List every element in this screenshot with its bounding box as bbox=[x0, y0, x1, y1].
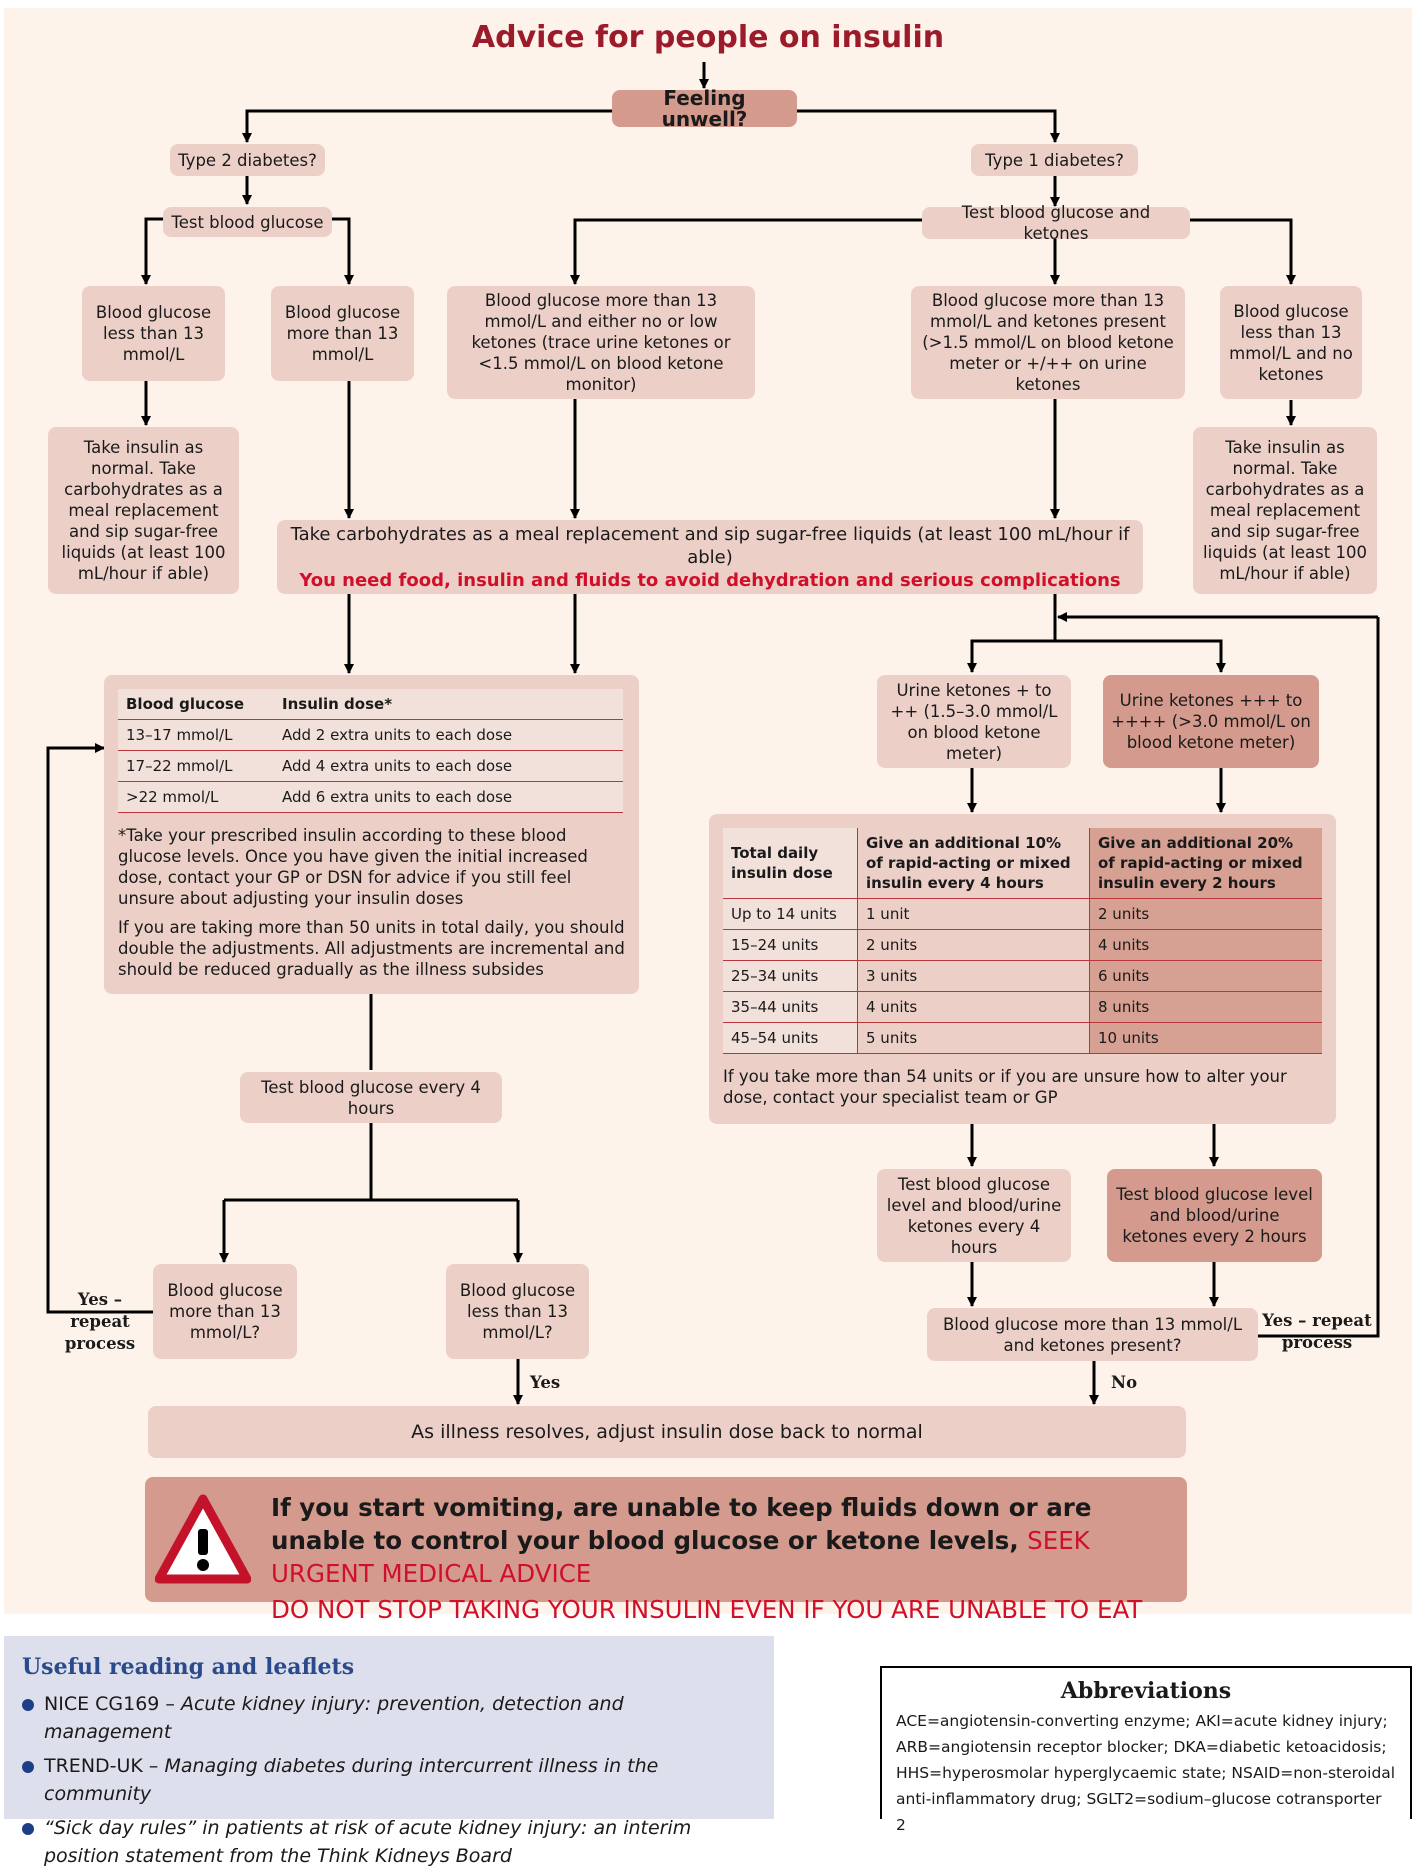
reading-list: NICE CG169 – Acute kidney injury: preven… bbox=[22, 1690, 756, 1870]
warning-line-2: DO NOT STOP TAKING YOUR INSULIN EVEN IF … bbox=[271, 1595, 1143, 1624]
type2-box: Type 2 diabetes? bbox=[170, 144, 325, 176]
table-cell: 1 unit bbox=[857, 898, 1090, 930]
abbreviations-text: ACE=angiotensin-converting enzyme; AKI=a… bbox=[896, 1712, 1396, 1834]
table-cell: 5 units bbox=[857, 1022, 1090, 1054]
page-title: Advice for people on insulin bbox=[471, 20, 945, 55]
warning-line-1: If you start vomiting, are unable to kee… bbox=[271, 1493, 1092, 1555]
table-header: Blood glucose bbox=[118, 689, 274, 720]
left-note-1: *Take your prescribed insulin according … bbox=[118, 826, 588, 908]
reading-prefix: TREND-UK – bbox=[44, 1755, 165, 1777]
carbohydrates-box: Take carbohydrates as a meal replacement… bbox=[277, 520, 1143, 594]
test-ketones-4h-box: Test blood glucose level and blood/urine… bbox=[877, 1169, 1071, 1262]
table-cell: 3 units bbox=[857, 960, 1090, 992]
table-cell: 15–24 units bbox=[723, 929, 858, 961]
abbreviations-panel: Abbreviations ACE=angiotensin-converting… bbox=[880, 1666, 1412, 1834]
t1-less-box: Blood glucose less than 13 mmol/L and no… bbox=[1220, 286, 1362, 399]
table-cell: Add 2 extra units to each dose bbox=[274, 719, 623, 751]
table-cell: >22 mmol/L bbox=[118, 781, 274, 813]
reading-title-italic: Acute kidney injury: prevention, detecti… bbox=[44, 1693, 624, 1743]
warning-text: If you start vomiting, are unable to kee… bbox=[271, 1491, 1176, 1626]
warning-icon bbox=[155, 1494, 251, 1584]
table-header: Insulin dose* bbox=[274, 689, 623, 720]
abbreviations-title: Abbreviations bbox=[1060, 1678, 1232, 1704]
bg-more-question-box: Blood glucose more than 13 mmol/L? bbox=[153, 1264, 297, 1359]
right-dose-table: Total daily insulin dose Give an additio… bbox=[723, 828, 1322, 1054]
resolve-box: As illness resolves, adjust insulin dose… bbox=[148, 1406, 1186, 1458]
reading-title-italic: “Sick day rules” in patients at risk of … bbox=[44, 1817, 692, 1867]
t2-more-box: Blood glucose more than 13 mmol/L bbox=[271, 286, 414, 381]
table-cell: Up to 14 units bbox=[723, 898, 858, 930]
table-header: Total daily insulin dose bbox=[723, 828, 858, 899]
test-glucose-ketones-box: Test blood glucose and ketones bbox=[922, 203, 1190, 243]
table-cell: 8 units bbox=[1089, 991, 1322, 1023]
warning-urgent: SEEK URGENT MEDICAL ADVICE bbox=[271, 1526, 1090, 1588]
table-cell: 10 units bbox=[1089, 1022, 1322, 1054]
list-item: “Sick day rules” in patients at risk of … bbox=[22, 1814, 756, 1870]
useful-reading-panel: Useful reading and leaflets NICE CG169 –… bbox=[4, 1636, 774, 1867]
t1-low-ketones-box: Blood glucose more than 13 mmol/L and ei… bbox=[447, 286, 755, 399]
table-header: Give an additional 10% of rapid-acting o… bbox=[857, 828, 1090, 899]
feeling-unwell-box: Feeling unwell? bbox=[612, 87, 797, 129]
table-cell: 4 units bbox=[1089, 929, 1322, 961]
left-note-2: If you are taking more than 50 units in … bbox=[118, 918, 625, 979]
t2-take-insulin-box: Take insulin as normal. Take carbohydrat… bbox=[48, 427, 239, 594]
table-cell: 2 units bbox=[857, 929, 1090, 961]
table-cell: 4 units bbox=[857, 991, 1090, 1023]
t1-take-insulin-box: Take insulin as normal. Take carbohydrat… bbox=[1193, 427, 1377, 594]
table-cell: 6 units bbox=[1089, 960, 1322, 992]
table-cell: Add 4 extra units to each dose bbox=[274, 750, 623, 782]
table-cell: 17–22 mmol/L bbox=[118, 750, 274, 782]
t2-less-box: Blood glucose less than 13 mmol/L bbox=[82, 286, 225, 381]
reading-title: Useful reading and leaflets bbox=[22, 1654, 355, 1680]
yes-repeat-label-left: Yes – repeat process bbox=[64, 1290, 136, 1353]
table-cell: Add 6 extra units to each dose bbox=[274, 781, 623, 813]
reading-title-italic: Managing diabetes during intercurrent il… bbox=[44, 1755, 659, 1805]
test-blood-glucose-box: Test blood glucose bbox=[163, 207, 332, 237]
list-item: TREND-UK – Managing diabetes during inte… bbox=[22, 1752, 756, 1808]
list-item: NICE CG169 – Acute kidney injury: preven… bbox=[22, 1690, 756, 1746]
table-cell: 13–17 mmol/L bbox=[118, 719, 274, 751]
bg-less-question-box: Blood glucose less than 13 mmol/L? bbox=[446, 1264, 589, 1359]
test-4h-box: Test blood glucose every 4 hours bbox=[240, 1072, 502, 1123]
table-header: Give an additional 20% of rapid-acting o… bbox=[1089, 828, 1322, 899]
carbohydrates-warning: You need food, insulin and fluids to avo… bbox=[299, 569, 1121, 591]
warning-box: If you start vomiting, are unable to kee… bbox=[145, 1477, 1187, 1624]
no-label: No bbox=[1111, 1373, 1138, 1392]
test-ketones-2h-box: Test blood glucose level and blood/urine… bbox=[1107, 1169, 1322, 1262]
urine-ketones-high-box: Urine ketones +++ to ++++ (>3.0 mmol/L o… bbox=[1103, 675, 1319, 768]
table-cell: 25–34 units bbox=[723, 960, 858, 992]
reading-prefix: NICE CG169 – bbox=[44, 1693, 181, 1715]
right-note: If you take more than 54 units or if you… bbox=[723, 1067, 1287, 1107]
urine-ketones-low-box: Urine ketones + to ++ (1.5–3.0 mmol/L on… bbox=[877, 675, 1071, 768]
type1-box: Type 1 diabetes? bbox=[971, 144, 1138, 176]
right-dose-panel: Total daily insulin dose Give an additio… bbox=[709, 814, 1336, 1124]
table-cell: 35–44 units bbox=[723, 991, 858, 1023]
yes-label: Yes bbox=[530, 1373, 561, 1392]
bg-ketones-question-box: Blood glucose more than 13 mmol/L and ke… bbox=[927, 1308, 1258, 1361]
yes-repeat-label-right: Yes – repeat process bbox=[1262, 1311, 1372, 1352]
table-cell: 2 units bbox=[1089, 898, 1322, 930]
carbohydrates-text: Take carbohydrates as a meal replacement… bbox=[290, 523, 1130, 568]
t1-ketones-box: Blood glucose more than 13 mmol/L and ke… bbox=[911, 286, 1185, 399]
table-cell: 45–54 units bbox=[723, 1022, 858, 1054]
